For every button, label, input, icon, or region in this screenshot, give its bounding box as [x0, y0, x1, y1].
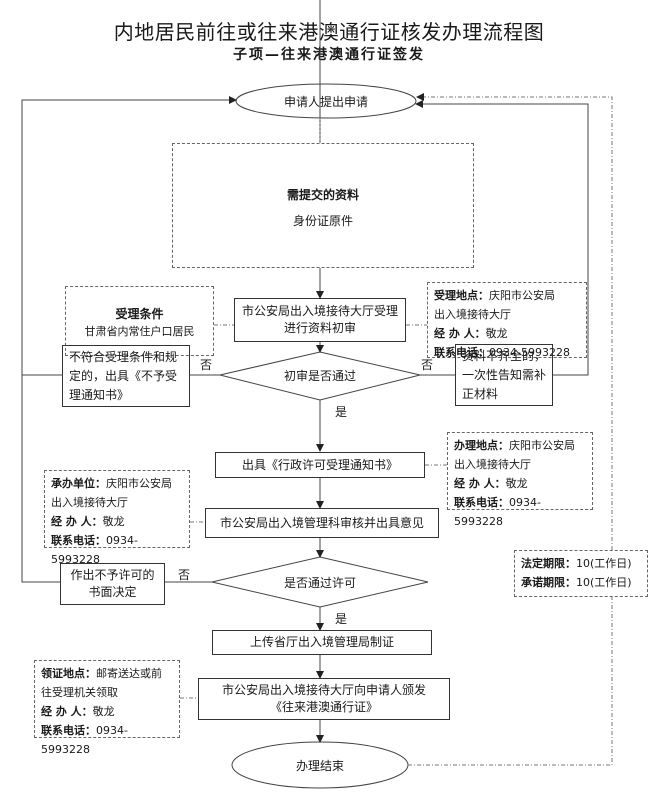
review-phone-label: 联系电话：	[51, 534, 106, 547]
materials-heading: 需提交的资料	[286, 188, 359, 202]
issue-place-value2: 往受理机关领取	[41, 686, 118, 699]
reject2-line2: 书面决定	[88, 585, 137, 599]
accept-info-box: 受理地点：庆阳市公安局 出入境接待大厅 经 办 人：敬龙 联系电话：0934-5…	[427, 282, 587, 359]
upload-step: 上传省厅出入境管理局制证	[212, 630, 432, 655]
yes-label-1: 是	[335, 405, 348, 419]
issue-step-line2: 《往来港澳通行证》	[269, 700, 378, 714]
accept-phone-value: 0934-5993228	[489, 346, 570, 359]
yes-label-2: 是	[335, 612, 348, 626]
notice-handler-label: 经 办 人：	[454, 477, 506, 490]
conditions-box: 受理条件 甘肃省内常住户口居民	[65, 286, 214, 356]
reject2-line1: 作出不予许可的	[70, 568, 155, 582]
notice-place-label: 办理地点：	[454, 439, 509, 452]
reject1-box: 不符合受理条件和规定的，出具《不予受理通知书》	[62, 345, 190, 407]
conditions-body: 甘肃省内常住户口居民	[84, 325, 195, 338]
accept-handler-value: 敬龙	[485, 327, 508, 340]
conditions-heading: 受理条件	[115, 307, 164, 321]
decision1-text: 初审是否通过	[283, 368, 356, 383]
review-unit-label: 承办单位：	[51, 477, 106, 490]
issue-step: 市公安局出入境接待大厅向申请人颁发 《往来港澳通行证》	[198, 678, 450, 720]
review-step: 市公安局出入境管理科审核并出具意见	[205, 508, 439, 538]
review-unit-value: 庆阳市公安局	[106, 477, 172, 490]
no-label-3: 否	[178, 568, 191, 582]
incomplete-box: 资料不齐全的，一次性告知需补正材料	[455, 344, 553, 406]
accept-step-line1: 市公安局出入境接待大厅受理	[241, 304, 398, 318]
issue-info-box: 领证地点：邮寄送达或前 往受理机关领取 经 办 人：敬龙 联系电话：0934-5…	[34, 660, 180, 756]
review-phone-value: 0934-5993228	[51, 534, 138, 566]
review-handler-label: 经 办 人：	[51, 515, 103, 528]
notice-info-box: 办理地点：庆阳市公安局 出入境接待大厅 经 办 人：敬龙 联系电话：0934-5…	[447, 432, 593, 528]
page-subtitle: 子项—往来港澳通行证签发	[233, 47, 425, 63]
notice-handler-value: 敬龙	[505, 477, 528, 490]
notice-phone-value: 0934-5993228	[454, 496, 541, 528]
issue-phone-value: 0934-5993228	[41, 724, 128, 756]
start-node: 申请人提出申请	[283, 94, 368, 109]
deadline-box: 法定期限：10(工作日) 承诺期限：10(工作日)	[514, 550, 648, 597]
connector-return	[415, 100, 589, 376]
issue-place-label: 领证地点：	[41, 667, 96, 680]
deadline-promise-label: 承诺期限：	[521, 576, 576, 589]
page-title: 内地居民前往或往来港澳通行证核发办理流程图	[113, 20, 545, 44]
accept-step-line2: 进行资料初审	[283, 321, 356, 335]
review-handler-value: 敬龙	[102, 515, 125, 528]
deadline-legal-value: 10(工作日)	[576, 557, 632, 570]
incomplete-text: 资料不齐全的，一次性告知需补正材料	[462, 349, 547, 401]
reject2-box: 作出不予许可的 书面决定	[60, 563, 165, 605]
decision2-text: 是否通过许可	[283, 575, 356, 590]
connector-timeline	[408, 597, 613, 766]
accept-place-label: 受理地点：	[434, 289, 489, 302]
notice-place-value2: 出入境接待大厅	[454, 458, 531, 471]
issue-place-value: 邮寄送达或前	[96, 667, 162, 680]
review-info-box: 承办单位：庆阳市公安局 出入境接待大厅 经 办 人：敬龙 联系电话：0934-5…	[44, 470, 190, 566]
end-node: 办理结束	[295, 758, 344, 773]
materials-body: 身份证原件	[292, 214, 353, 228]
issue-phone-label: 联系电话：	[41, 724, 96, 737]
issue-step-line1: 市公安局出入境接待大厅向申请人颁发	[221, 683, 426, 697]
accept-place-value2: 出入境接待大厅	[434, 308, 511, 321]
notice-place-value: 庆阳市公安局	[509, 439, 575, 452]
issue-handler-value: 敬龙	[92, 705, 115, 718]
no-label-2: 否	[421, 358, 434, 372]
deadline-promise-value: 10(工作日)	[576, 576, 632, 589]
notice-phone-label: 联系电话：	[454, 496, 509, 509]
no-label-1: 否	[200, 358, 213, 372]
accept-phone-label: 联系电话：	[434, 346, 489, 359]
reject1-text: 不符合受理条件和规定的，出具《不予受理通知书》	[69, 350, 178, 402]
review-unit-value2: 出入境接待大厅	[51, 496, 128, 509]
materials-box: 需提交的资料 身份证原件	[172, 143, 474, 268]
issue-handler-label: 经 办 人：	[41, 705, 93, 718]
accept-place-value: 庆阳市公安局	[489, 289, 555, 302]
deadline-legal-label: 法定期限：	[521, 557, 576, 570]
accept-handler-label: 经 办 人：	[434, 327, 486, 340]
connector-feedback	[21, 96, 237, 583]
connector-timeline	[416, 93, 613, 550]
accept-step: 市公安局出入境接待大厅受理 进行资料初审	[234, 298, 406, 342]
notice-step: 出具《行政许可受理通知书》	[215, 452, 425, 478]
